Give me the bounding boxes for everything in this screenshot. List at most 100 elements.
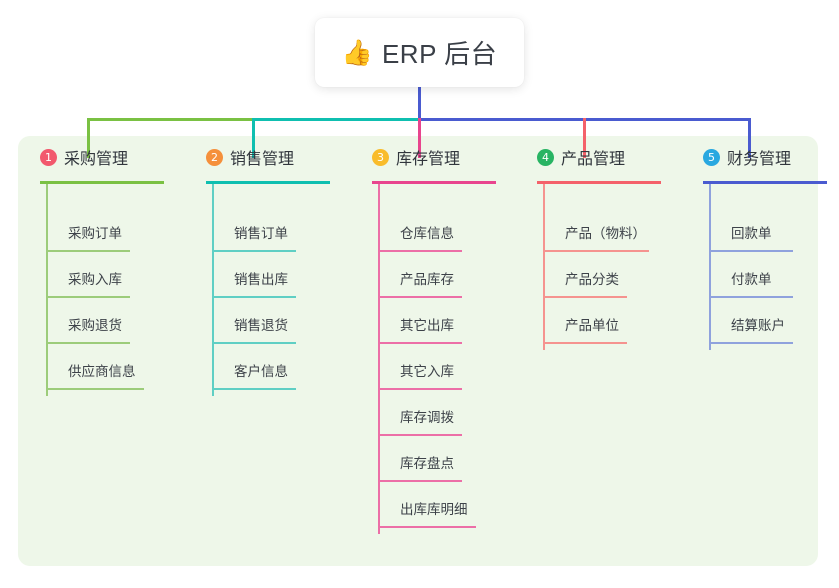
list-item[interactable]: 销售订单: [212, 206, 304, 252]
column-header-3[interactable]: 3 库存管理: [350, 146, 510, 168]
list-item[interactable]: 产品单位: [543, 298, 635, 344]
list-item-label: 产品库存: [400, 272, 454, 287]
column-header-2[interactable]: 2 销售管理: [184, 146, 344, 168]
list-item[interactable]: 客户信息: [212, 344, 304, 390]
list-item-rule: [378, 342, 462, 344]
list-item[interactable]: 产品（物料）: [543, 206, 657, 252]
list-item[interactable]: 付款单: [709, 252, 801, 298]
list-item-label: 采购入库: [68, 272, 122, 287]
list-item[interactable]: 销售退货: [212, 298, 304, 344]
column-spine-2: [212, 184, 214, 396]
list-item-label: 采购订单: [68, 226, 122, 241]
list-item-rule: [378, 296, 462, 298]
connector-trunk: [418, 87, 421, 121]
column-header-rule-3: [372, 181, 496, 184]
list-item-rule: [378, 388, 462, 390]
thumbs-up-icon: 👍: [341, 39, 373, 67]
list-item-rule: [543, 250, 649, 252]
list-item[interactable]: 产品库存: [378, 252, 470, 298]
column-3: 3 库存管理仓库信息产品库存其它出库其它入库库存调拨库存盘点出库库明细: [350, 146, 510, 534]
list-item-label: 付款单: [731, 272, 772, 287]
column-title-2: 销售管理: [230, 151, 295, 168]
column-spine-1: [46, 184, 48, 396]
column-header-rule-4: [537, 181, 661, 184]
column-badge-1: 1: [40, 148, 57, 166]
list-item-label: 其它入库: [400, 364, 454, 379]
list-item-rule: [212, 342, 296, 344]
list-item[interactable]: 回款单: [709, 206, 801, 252]
column-title-1: 采购管理: [64, 151, 129, 168]
list-item-label: 销售订单: [234, 226, 288, 241]
list-item[interactable]: 产品分类: [543, 252, 635, 298]
list-item-rule: [46, 250, 130, 252]
column-badge-4: 4: [537, 148, 554, 166]
list-item-rule: [46, 342, 130, 344]
list-item-label: 供应商信息: [68, 364, 136, 379]
column-badge-3: 3: [372, 148, 389, 166]
list-item-label: 库存盘点: [400, 456, 454, 471]
column-title-5: 财务管理: [727, 151, 792, 168]
list-item-label: 仓库信息: [400, 226, 454, 241]
column-title-3: 库存管理: [396, 151, 461, 168]
connector-segment-1: [87, 118, 255, 121]
root-node-title: ERP 后台: [381, 39, 498, 69]
list-item-label: 销售出库: [234, 272, 288, 287]
list-item-label: 出库库明细: [400, 502, 468, 517]
list-item-rule: [212, 388, 296, 390]
list-item-label: 产品分类: [565, 272, 619, 287]
list-item-rule: [46, 388, 144, 390]
list-item[interactable]: 其它入库: [378, 344, 470, 390]
list-item[interactable]: 结算账户: [709, 298, 801, 344]
list-item-label: 库存调拨: [400, 410, 454, 425]
connector-stub-1: [87, 118, 90, 158]
list-item[interactable]: 销售出库: [212, 252, 304, 298]
list-item-label: 回款单: [731, 226, 772, 241]
list-item-rule: [543, 342, 627, 344]
list-item-rule: [378, 480, 462, 482]
list-item-rule: [378, 250, 462, 252]
list-item-label: 结算账户: [731, 318, 785, 333]
connector-segment-2: [252, 118, 421, 121]
list-item-rule: [212, 296, 296, 298]
list-item[interactable]: 库存盘点: [378, 436, 470, 482]
list-item[interactable]: 采购退货: [46, 298, 138, 344]
list-item[interactable]: 供应商信息: [46, 344, 152, 390]
column-header-4[interactable]: 4 产品管理: [515, 146, 675, 168]
list-item-label: 其它出库: [400, 318, 454, 333]
connector-stub-2: [252, 118, 255, 158]
list-item-rule: [709, 296, 793, 298]
list-item[interactable]: 仓库信息: [378, 206, 470, 252]
list-item[interactable]: 库存调拨: [378, 390, 470, 436]
list-item-label: 产品（物料）: [565, 226, 646, 241]
list-item-rule: [378, 434, 462, 436]
list-item[interactable]: 出库库明细: [378, 482, 484, 528]
column-badge-5: 5: [703, 148, 720, 166]
list-item[interactable]: 采购入库: [46, 252, 138, 298]
list-item-label: 客户信息: [234, 364, 288, 379]
connector-stub-4: [583, 118, 586, 158]
root-node-card[interactable]: 👍 ERP 后台: [315, 18, 524, 87]
column-title-4: 产品管理: [561, 151, 626, 168]
list-item-rule: [46, 296, 130, 298]
list-item-rule: [709, 250, 793, 252]
column-spine-5: [709, 184, 711, 350]
list-item-rule: [709, 342, 793, 344]
list-item-rule: [378, 526, 476, 528]
column-spine-4: [543, 184, 545, 350]
list-item[interactable]: 采购订单: [46, 206, 138, 252]
list-item-label: 销售退货: [234, 318, 288, 333]
column-2: 2 销售管理销售订单销售出库销售退货客户信息: [184, 146, 344, 396]
column-header-rule-1: [40, 181, 164, 184]
column-header-1[interactable]: 1 采购管理: [18, 146, 178, 168]
column-1: 1 采购管理采购订单采购入库采购退货供应商信息: [18, 146, 178, 396]
column-badge-2: 2: [206, 148, 223, 166]
list-item[interactable]: 其它出库: [378, 298, 470, 344]
list-item-rule: [212, 250, 296, 252]
connector-stub-5: [748, 118, 751, 158]
column-header-rule-2: [206, 181, 330, 184]
diagram-panel: [18, 136, 818, 566]
list-item-label: 产品单位: [565, 318, 619, 333]
column-header-5[interactable]: 5 财务管理: [681, 146, 839, 168]
column-5: 5 财务管理回款单付款单结算账户: [681, 146, 839, 350]
